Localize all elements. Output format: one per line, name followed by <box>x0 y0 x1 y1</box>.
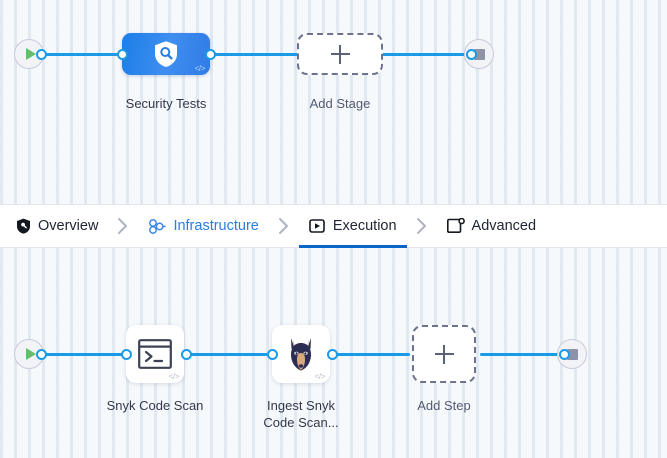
port-ingest-out[interactable] <box>327 348 338 360</box>
tab-separator <box>100 205 146 247</box>
port-ingest-in[interactable] <box>267 348 278 360</box>
pipeline-steps-canvas[interactable]: </> Snyk Code Scan </> Ingest Sn <box>0 248 667 458</box>
wire-ingest-to-add-step <box>332 353 410 356</box>
tab-infrastructure-label: Infrastructure <box>173 218 259 234</box>
tab-overview[interactable]: Overview <box>14 205 100 247</box>
tab-advanced[interactable]: Advanced <box>445 205 539 247</box>
stop-icon <box>473 48 485 60</box>
add-step-label: Add Step <box>417 398 471 413</box>
tab-separator <box>399 205 445 247</box>
step-node-ingest-snyk-code-scan[interactable]: </> <box>272 325 330 383</box>
pipeline-end-node[interactable] <box>464 39 494 69</box>
tab-separator <box>261 205 307 247</box>
tab-infrastructure[interactable]: Infrastructure <box>146 205 260 247</box>
chevron-right-icon <box>416 218 426 234</box>
add-stage-label: Add Stage <box>309 96 371 111</box>
play-box-icon <box>309 218 326 234</box>
code-badge: </> <box>194 64 206 73</box>
port-security-tests-out[interactable] <box>205 48 216 60</box>
code-badge: </> <box>314 372 326 381</box>
shield-search-icon <box>155 41 177 67</box>
wire-start-to-snyk-code-scan <box>40 353 128 356</box>
tab-execution-label: Execution <box>332 218 397 234</box>
wire-add-stage-to-end <box>380 53 472 56</box>
code-badge: </> <box>168 372 180 381</box>
stop-icon <box>566 348 578 360</box>
play-icon <box>25 48 36 60</box>
wire-security-tests-to-add-stage <box>210 53 300 56</box>
shield-icon <box>16 218 31 234</box>
step-node-label-ingest-snyk-code-scan: Ingest Snyk Code Scan... <box>263 398 339 430</box>
cluster-icon <box>148 218 167 235</box>
wire-add-step-to-end <box>480 353 566 356</box>
port-steps-start-out[interactable] <box>36 348 47 360</box>
port-security-tests-in[interactable] <box>117 48 128 60</box>
stage-node-label-security-tests: Security Tests <box>125 96 207 111</box>
pipeline-stages-canvas[interactable]: </> Security Tests Add Stage <box>0 0 667 204</box>
step-node-snyk-code-scan[interactable]: </> <box>126 325 184 383</box>
chevron-right-icon <box>118 218 128 234</box>
port-end-in[interactable] <box>466 48 477 60</box>
play-icon <box>25 348 36 360</box>
port-steps-end-in[interactable] <box>559 348 570 360</box>
plus-icon <box>434 344 454 364</box>
port-start-out[interactable] <box>36 48 47 60</box>
tab-advanced-label: Advanced <box>471 218 537 234</box>
wire-snyk-code-scan-to-ingest <box>186 353 274 356</box>
terminal-icon <box>138 339 172 369</box>
pipeline-section-tabs[interactable]: Overview Infrastructure Exec <box>0 204 667 248</box>
tab-overview-label: Overview <box>38 218 99 234</box>
add-step-button[interactable] <box>412 325 476 383</box>
wire-start-to-security-tests <box>40 53 124 56</box>
snyk-doberman-icon <box>291 338 311 371</box>
plus-icon <box>330 44 350 64</box>
add-stage-button[interactable] <box>297 33 383 75</box>
tab-execution[interactable]: Execution <box>298 205 407 248</box>
port-snyk-code-scan-out[interactable] <box>181 348 192 360</box>
port-snyk-code-scan-in[interactable] <box>121 348 132 360</box>
stage-node-security-tests[interactable]: </> <box>122 33 210 75</box>
window-gear-icon <box>446 217 465 235</box>
step-node-label-snyk-code-scan: Snyk Code Scan <box>106 398 204 413</box>
chevron-right-icon <box>278 218 288 234</box>
